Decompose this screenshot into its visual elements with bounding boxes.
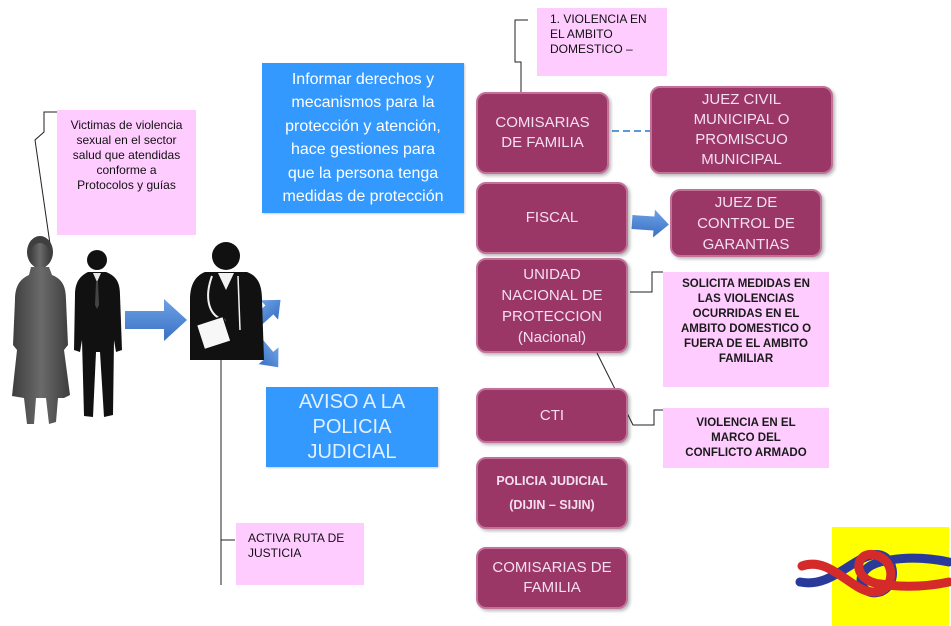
victims-note: Victimas de violencia sexual en el secto… (57, 110, 196, 235)
woman-silhouette-icon (12, 236, 70, 424)
juez-control-garantias-box: JUEZ DE CONTROL DE GARANTIAS (670, 189, 822, 257)
solicita-note-connector (630, 271, 663, 293)
man-silhouette-icon (74, 250, 122, 417)
informar-derechos-box: Informar derechos y mecanismos para la p… (262, 63, 464, 213)
domestic-note-connector (514, 19, 528, 98)
cti-box: CTI (476, 388, 628, 443)
juez-civil-box: JUEZ CIVIL MUNICIPAL O PROMISCUO MUNICIP… (650, 86, 833, 174)
fiscal-box: FISCAL (476, 182, 628, 254)
comisarias-familia-box-2: COMISARIAS DE FAMILIA (476, 547, 628, 609)
logo-icon (795, 527, 951, 626)
conflicto-armado-note: VIOLENCIA EN EL MARCO DEL CONFLICTO ARMA… (663, 408, 829, 468)
right-arrow-icon (125, 299, 187, 341)
solicita-medidas-note: SOLICITA MEDIDAS EN LAS VIOLENCIAS OCURR… (663, 272, 829, 387)
domestic-violence-note: 1. VIOLENCIA EN EL AMBITO DOMESTICO – (537, 8, 667, 76)
doctor-silhouette-icon (190, 242, 264, 360)
policia-judicial-box: POLICIA JUDICIAL (DIJIN – SIJIN) (476, 457, 628, 529)
unidad-nacional-proteccion-box: UNIDAD NACIONAL DE PROTECCION (Nacional) (476, 258, 628, 353)
fiscal-arrow-icon (631, 209, 669, 238)
comisarias-familia-box: COMISARIAS DE FAMILIA (476, 92, 609, 174)
activa-ruta-note: ACTIVA RUTA DE JUSTICIA (236, 523, 364, 585)
victims-note-connector (34, 111, 57, 245)
aviso-policia-box: AVISO A LA POLICIA JUDICIAL (266, 387, 438, 467)
